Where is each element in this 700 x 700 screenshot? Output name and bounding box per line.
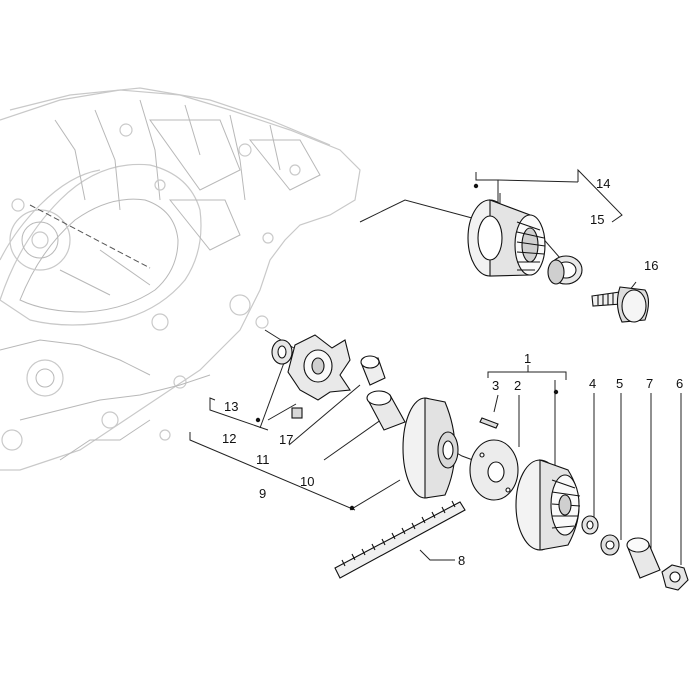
callout-5: 5 [616,376,623,391]
callout-10: 10 [300,474,314,489]
callout-13: 13 [224,399,238,414]
callout-16: 16 [644,258,658,273]
part-3-pin [479,417,499,429]
part-movable-pulley [402,397,459,499]
callout-17: 17 [279,432,293,447]
part-13-washer [271,339,293,365]
callout-9: 9 [259,486,266,501]
part-15-bearing-ring [547,255,583,285]
callout-4: 4 [589,376,596,391]
callout-1: 1 [524,351,531,366]
callout-7: 7 [646,376,653,391]
part-14-fan-bearing [467,199,546,277]
part-12-ramp-plate [287,334,351,401]
part-17-sleeve [360,355,386,386]
leader-dots [255,183,559,511]
callout-3: 3 [492,378,499,393]
callout-12: 12 [222,431,236,446]
callout-11: 11 [256,452,270,467]
callout-6: 6 [676,376,683,391]
callout-2: 2 [514,378,521,393]
part-8-belt [334,500,466,579]
part-fan-pulley [515,459,581,551]
crankcase-ghost [0,87,361,471]
callout-8: 8 [458,553,465,568]
part-4-washer [581,515,599,535]
part-7-spacer [626,537,661,579]
callout-15: 15 [590,212,604,227]
part-11-slider [291,407,303,419]
callouts: 1 2 3 4 5 6 7 8 9 10 11 12 13 14 15 16 1… [222,176,683,568]
leader-lines [29,168,682,565]
part-6-nut [661,564,689,591]
part-16-bolt [591,286,650,323]
callout-14: 14 [596,176,610,191]
part-5-washer [600,534,620,556]
part-10-bushing [366,390,406,431]
part-2-cover-plate [469,439,519,501]
